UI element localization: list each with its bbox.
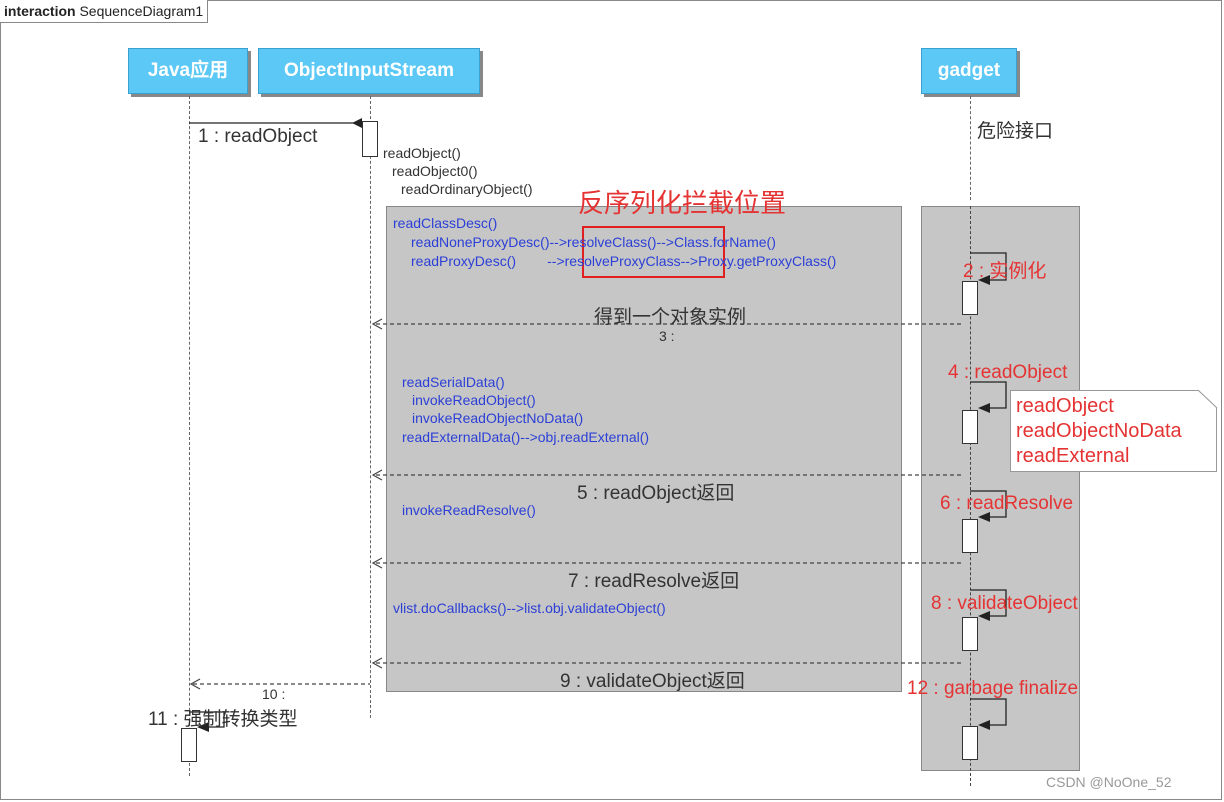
msg6-loop <box>970 490 1007 518</box>
note-fold <box>1198 389 1218 409</box>
msg8-label: 8 : validateObject <box>931 593 1078 614</box>
msg2-loop <box>970 252 1007 281</box>
msg1-label: 1 : readObject <box>198 126 318 147</box>
java-app-activation-11 <box>181 728 197 762</box>
blue-call-doCallbacks: vlist.doCallbacks()-->list.obj.validateO… <box>393 600 666 616</box>
blue-call-invokeReadObject: invokeReadObject() <box>412 392 536 408</box>
frame-keyword: interaction <box>4 3 76 19</box>
gadget-activation-12 <box>962 726 978 760</box>
msg4-loop <box>970 381 1007 409</box>
blue-call-invokeReadResolve: invokeReadResolve() <box>402 502 536 518</box>
gadget-activation-6 <box>962 519 978 553</box>
blue-call-readProxyDesc: readProxyDesc() -->resolveProxyClass-->P… <box>411 253 837 269</box>
gadget-activation-4 <box>962 410 978 444</box>
msg12-loop <box>970 698 1007 726</box>
intercept-highlight-box <box>582 226 725 278</box>
ois-call-2: readObject0() <box>392 163 478 179</box>
ois-fragment <box>386 206 902 692</box>
note-line-2: readObjectNoData <box>1016 420 1182 442</box>
gadget-activation-2 <box>962 281 978 315</box>
note-text: readObject readObjectNoData readExternal <box>1016 394 1182 469</box>
msg8-loop <box>970 589 1007 617</box>
java-app-lifeline <box>189 96 190 776</box>
frame-tab: interaction SequenceDiagram1 <box>0 0 209 23</box>
gadget-lifeline-inner <box>970 206 971 786</box>
ois-lifeline <box>370 96 371 718</box>
gadget-fragment <box>921 206 1080 771</box>
blue-call-readNoneProxyDesc: readNoneProxyDesc()-->resolveClass()-->C… <box>411 234 776 250</box>
watermark: CSDN @NoOne_52 <box>1046 774 1172 790</box>
msg5-label: 5 : readObject返回 <box>577 483 735 504</box>
ois-activation <box>362 121 378 157</box>
msg4-label: 4 : readObject <box>948 362 1068 383</box>
ois-call-1: readObject() <box>383 145 461 161</box>
blue-call-invokeReadObjectNoData: invokeReadObjectNoData() <box>412 410 584 426</box>
note-line-1: readObject <box>1016 395 1114 417</box>
blue-call-readClassDesc: readClassDesc() <box>393 215 498 231</box>
blue-call-readExternalData: readExternalData()-->obj.readExternal() <box>402 429 650 445</box>
frame-name: SequenceDiagram1 <box>79 3 204 19</box>
lifeline-java-app[interactable]: Java应用 <box>128 48 248 94</box>
gadget-activation-8 <box>962 617 978 651</box>
ois-call-3: readOrdinaryObject() <box>401 181 533 197</box>
note-line-3: readExternal <box>1016 445 1130 467</box>
msg10-label: 10 : <box>262 686 286 702</box>
msg6-label: 6 : readResolve <box>940 493 1074 514</box>
gadget-caption: 危险接口 <box>977 121 1054 142</box>
msg11-loop <box>189 711 225 728</box>
msg3-top-label: 得到一个对象实例 <box>594 307 747 328</box>
blue-call-readSerialData: readSerialData() <box>402 374 505 390</box>
gadget-lifeline <box>970 96 971 200</box>
msg11-label: 11 : 强制转换类型 <box>148 709 298 730</box>
msg3-label: 3 : <box>659 328 675 344</box>
msg9-label: 9 : validateObject返回 <box>560 671 745 692</box>
lifeline-object-input-stream[interactable]: ObjectInputStream <box>258 48 480 94</box>
lifeline-gadget[interactable]: gadget <box>921 48 1017 94</box>
msg2-label: 2 : 实例化 <box>963 261 1047 282</box>
msg7-label: 7 : readResolve返回 <box>568 571 740 592</box>
msg12-label: 12 : garbage finalize <box>907 678 1079 699</box>
intercept-annotation: 反序列化拦截位置 <box>578 188 787 218</box>
note-box <box>1010 390 1217 472</box>
